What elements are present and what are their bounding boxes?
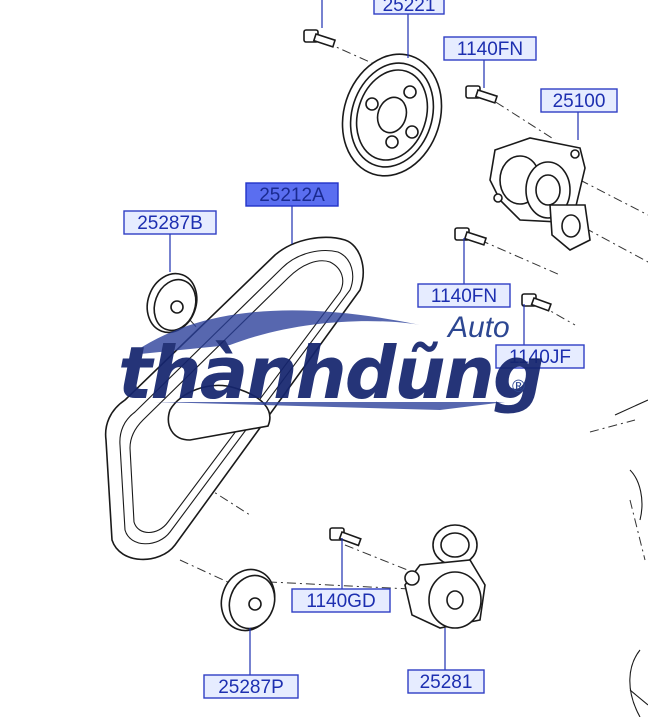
bolt-1140fn-top bbox=[465, 85, 499, 104]
label-1140jf[interactable]: 1140JF bbox=[495, 344, 585, 369]
bolt-1140jf bbox=[521, 293, 552, 312]
label-25287b[interactable]: 25287B bbox=[123, 210, 217, 235]
svg-text:1140FN: 1140FN bbox=[431, 286, 497, 307]
svg-text:thànhdũng: thànhdũng bbox=[118, 331, 543, 415]
svg-text:25212A: 25212A bbox=[259, 185, 325, 206]
label-25281[interactable]: 25281 bbox=[407, 669, 485, 694]
label-25287p[interactable]: 25287P bbox=[203, 674, 299, 699]
engine-block-edge bbox=[614, 399, 648, 718]
label-25100[interactable]: 25100 bbox=[540, 88, 618, 113]
label-25221[interactable]: 25221 bbox=[373, 0, 445, 16]
water-pump bbox=[489, 137, 591, 251]
svg-text:25281: 25281 bbox=[420, 672, 473, 693]
svg-text:1140FN: 1140FN bbox=[457, 39, 523, 60]
watermark-swoosh bbox=[130, 310, 420, 355]
bolt-1140fn-mid bbox=[454, 227, 488, 246]
svg-text:1140GD: 1140GD bbox=[306, 591, 375, 612]
label-1140fn-top[interactable]: 1140FN bbox=[443, 36, 537, 61]
svg-text:25287P: 25287P bbox=[218, 677, 284, 698]
crankshaft-pulley bbox=[341, 53, 443, 177]
label-25212a[interactable]: 25212A bbox=[245, 182, 339, 207]
svg-text:25100: 25100 bbox=[553, 91, 606, 112]
svg-text:25221: 25221 bbox=[383, 0, 436, 16]
label-1140gd[interactable]: 1140GD bbox=[291, 588, 391, 613]
label-1140fn-mid[interactable]: 1140FN bbox=[417, 283, 511, 308]
svg-text:Auto: Auto bbox=[446, 311, 510, 344]
watermark-underline bbox=[155, 402, 505, 410]
svg-text:®: ® bbox=[510, 377, 527, 397]
svg-text:1140JF: 1140JF bbox=[509, 347, 571, 368]
watermark-logo: Auto thànhdũng ® bbox=[118, 310, 545, 415]
bolt-1140gd bbox=[329, 527, 362, 547]
idler-pulley-upper bbox=[146, 272, 198, 334]
bolt-top-left bbox=[303, 29, 337, 48]
svg-text:25287B: 25287B bbox=[137, 213, 203, 234]
belt-tensioner bbox=[404, 524, 486, 629]
idler-pulley-lower bbox=[220, 568, 276, 632]
leader-lines bbox=[169, 0, 579, 675]
